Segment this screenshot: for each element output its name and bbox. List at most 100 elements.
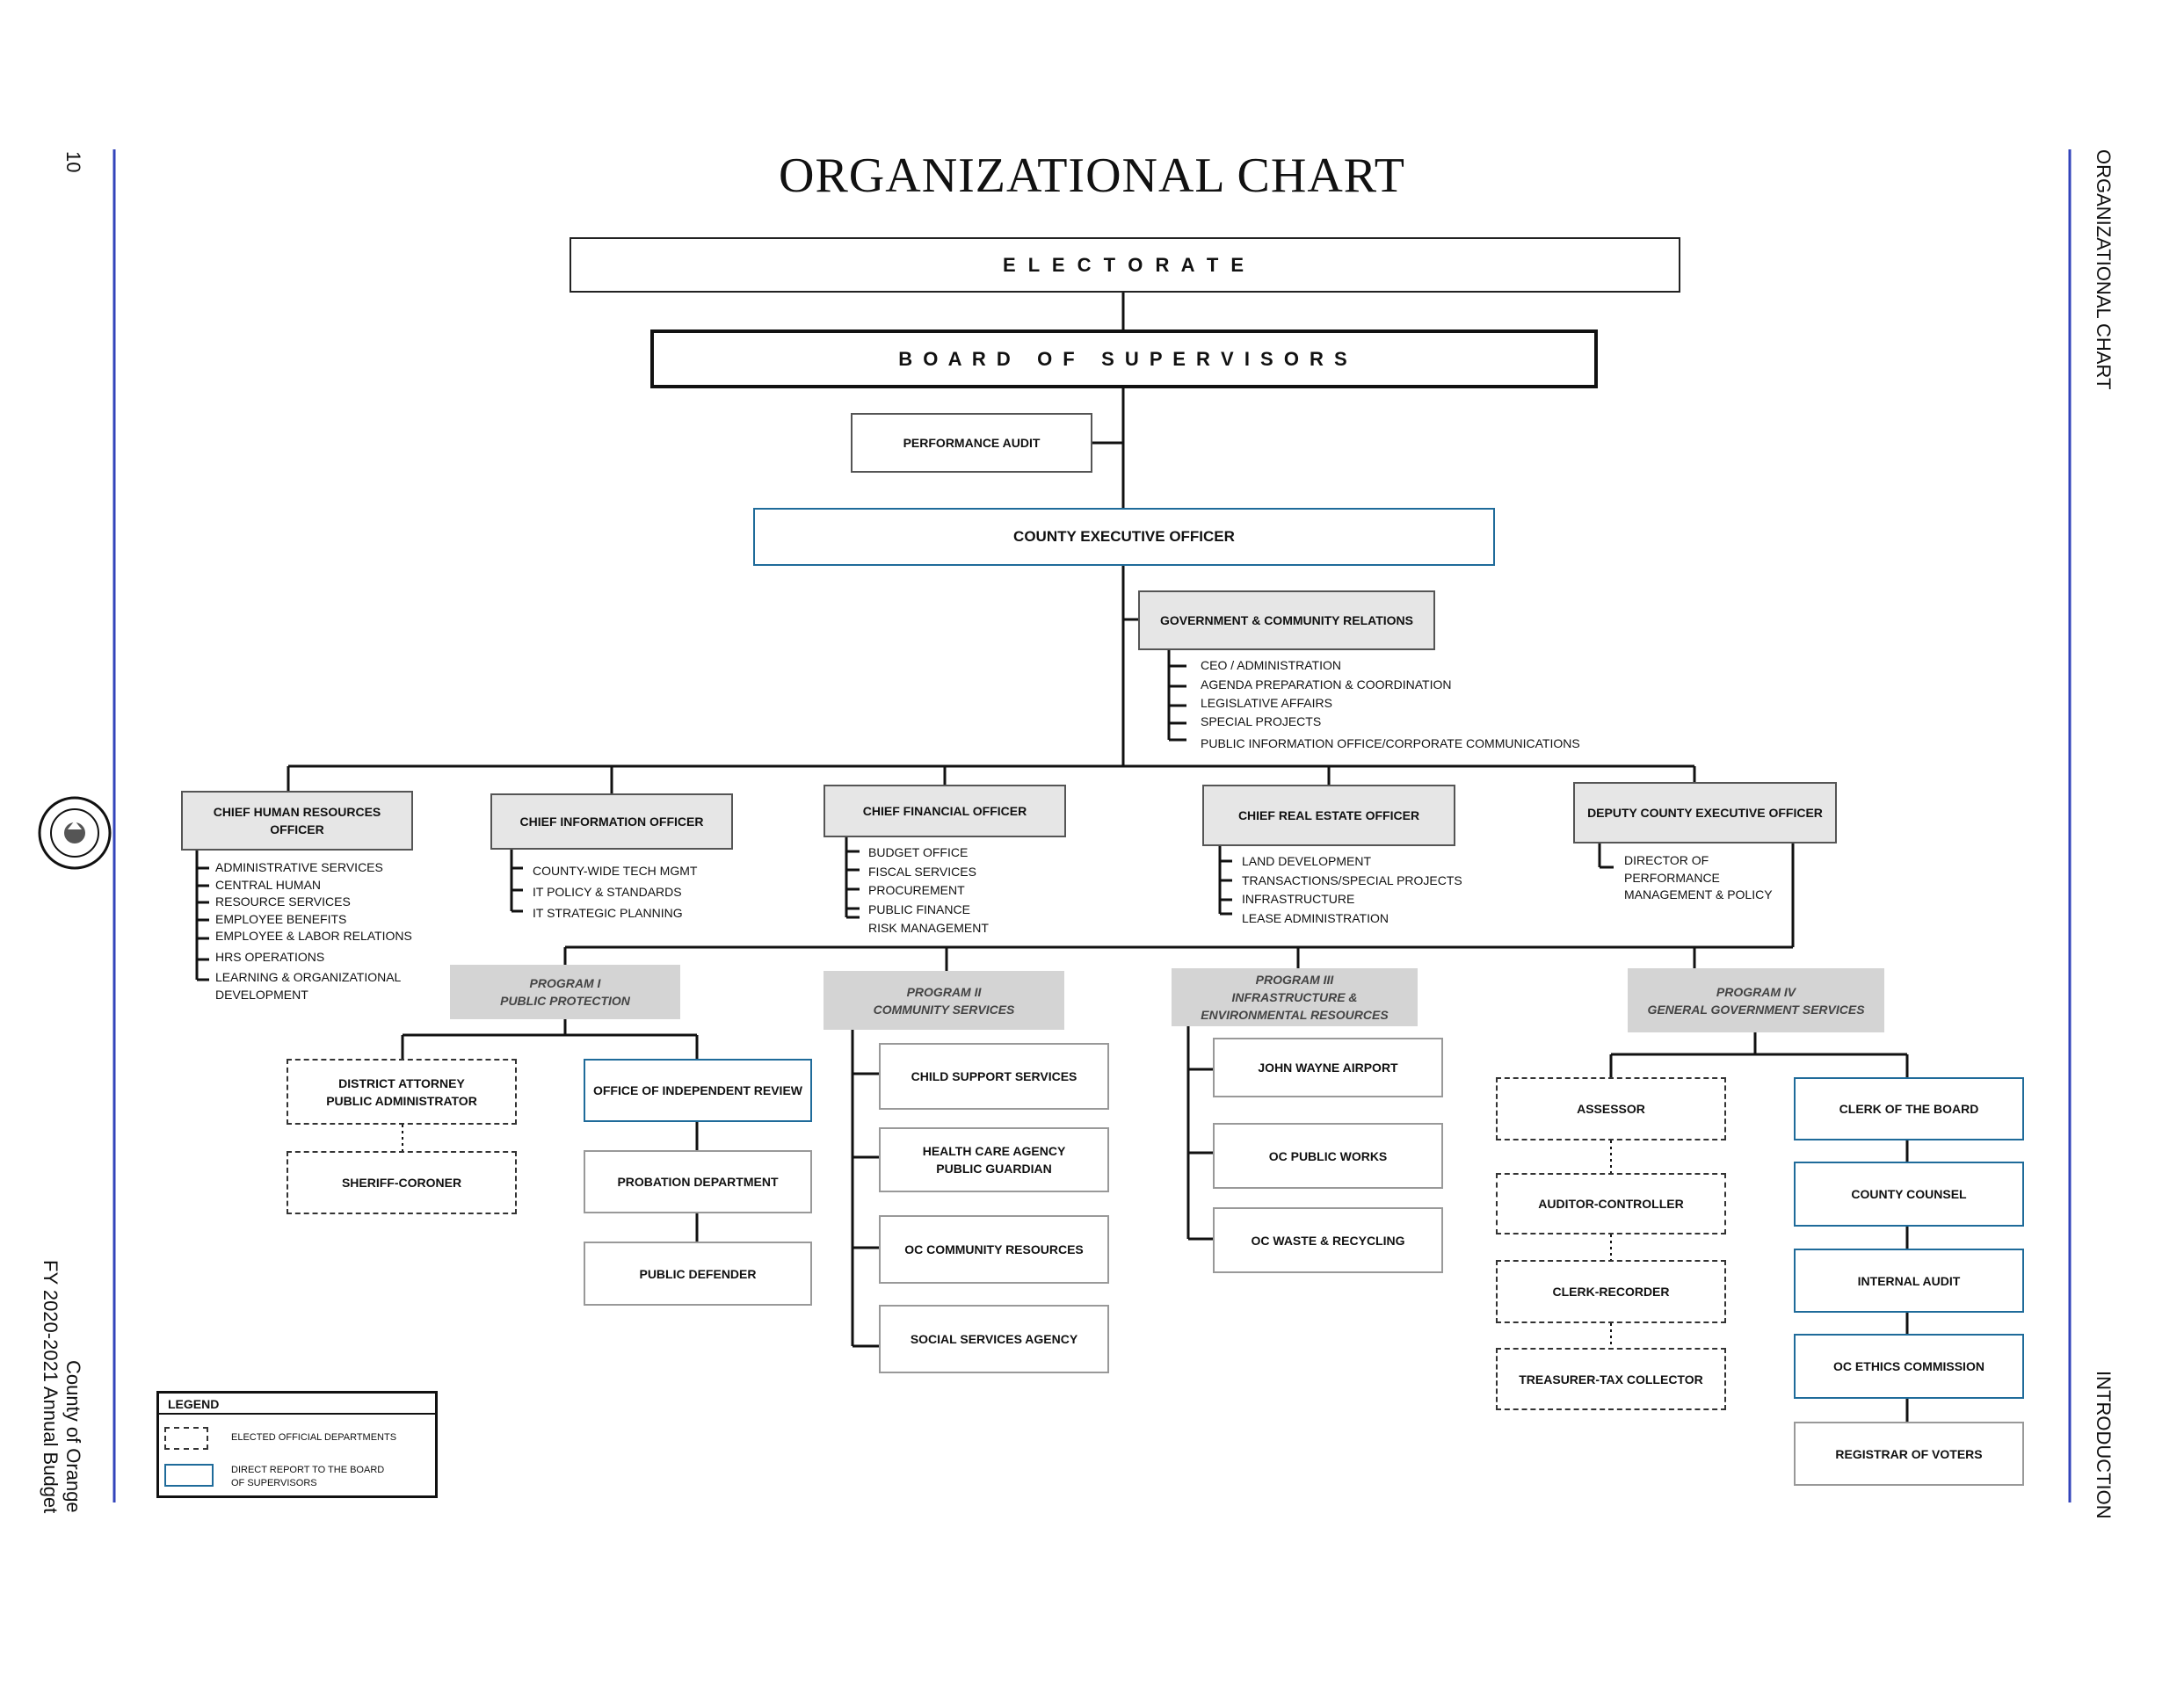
cio-item: COUNTY-WIDE TECH MGMT <box>533 864 698 878</box>
electorate-box: E L E C T O R A T E <box>570 237 1680 293</box>
chro-item: ADMINISTRATIVE SERVICES <box>215 860 383 874</box>
program-4-label: PROGRAM IV GENERAL GOVERNMENT SERVICES <box>1647 984 1865 1017</box>
public-defender-box: PUBLIC DEFENDER <box>584 1242 812 1306</box>
assessor-label: ASSESSOR <box>1577 1102 1645 1116</box>
cfo-box: CHIEF FINANCIAL OFFICER <box>824 785 1066 837</box>
gcr-box: GOVERNMENT & COMMUNITY RELATIONS <box>1138 590 1435 650</box>
program-1-label: PROGRAM I PUBLIC PROTECTION <box>500 976 630 1008</box>
county-seal <box>38 796 112 870</box>
county-counsel-label: COUNTY COUNSEL <box>1851 1187 1967 1201</box>
public-works-label: OC PUBLIC WORKS <box>1268 1148 1388 1163</box>
gcr-label: GOVERNMENT & COMMUNITY RELATIONS <box>1159 613 1414 627</box>
clerk-recorder-label: CLERK-RECORDER <box>1552 1285 1670 1299</box>
probation-box: PROBATION DEPARTMENT <box>584 1150 812 1213</box>
creo-item: LEASE ADMINISTRATION <box>1242 910 1389 925</box>
cfo-list: BUDGET OFFICE FISCAL SERVICES PROCUREMEN… <box>868 844 989 938</box>
performance-audit-label: PERFORMANCE AUDIT <box>903 436 1041 450</box>
dceo-label: DEPUTY COUNTY EXECUTIVE OFFICER <box>1587 806 1823 820</box>
page-title: ORGANIZATIONAL CHART <box>779 148 1405 203</box>
health-care-label: HEALTH CARE AGENCY PUBLIC GUARDIAN <box>922 1144 1066 1176</box>
chro-item: EMPLOYEE BENEFITS <box>215 911 347 926</box>
legend: LEGEND ELECTED OFFICIAL DEPARTMENTS DIRE… <box>156 1391 438 1498</box>
cfo-item: RISK MANAGEMENT <box>868 921 989 935</box>
dceo-item: DIRECTOR OF PERFORMANCE MANAGEMENT & POL… <box>1624 853 1773 901</box>
child-support-label: CHILD SUPPORT SERVICES <box>911 1069 1077 1083</box>
registrar-box: REGISTRAR OF VOTERS <box>1794 1422 2024 1486</box>
assessor-box: ASSESSOR <box>1496 1077 1726 1140</box>
chro-item: HRS OPERATIONS <box>215 949 325 964</box>
chro-list: ADMINISTRATIVE SERVICES CENTRAL HUMAN RE… <box>215 859 412 1003</box>
cfo-item: FISCAL SERVICES <box>868 864 976 879</box>
chro-label: CHIEF HUMAN RESOURCES OFFICER <box>213 805 381 836</box>
chro-item: EMPLOYEE & LABOR RELATIONS <box>215 929 412 943</box>
community-resources-box: OC COMMUNITY RESOURCES <box>879 1215 1109 1284</box>
program-2-label: PROGRAM II COMMUNITY SERVICES <box>873 984 1015 1017</box>
program-1-box: PROGRAM I PUBLIC PROTECTION <box>450 965 680 1019</box>
legend-elected-swatch <box>164 1427 208 1450</box>
performance-audit-box: PERFORMANCE AUDIT <box>851 413 1092 473</box>
treasurer-label: TREASURER-TAX COLLECTOR <box>1519 1372 1703 1387</box>
gcr-item: AGENDA PREPARATION & COORDINATION <box>1201 677 1452 691</box>
waste-recycling-label: OC WASTE & RECYCLING <box>1251 1233 1405 1248</box>
creo-item: LAND DEVELOPMENT <box>1242 854 1372 868</box>
gcr-list: CEO / ADMINISTRATION AGENDA PREPARATION … <box>1201 656 1580 753</box>
legend-direct-swatch <box>164 1464 214 1487</box>
treasurer-box: TREASURER-TAX COLLECTOR <box>1496 1348 1726 1410</box>
cfo-item: PUBLIC FINANCE <box>868 901 970 916</box>
cfo-item: PROCUREMENT <box>868 883 965 897</box>
district-attorney-label: DISTRICT ATTORNEY PUBLIC ADMINISTRATOR <box>326 1075 477 1108</box>
auditor-controller-label: AUDITOR-CONTROLLER <box>1538 1197 1684 1211</box>
ethics-commission-box: OC ETHICS COMMISSION <box>1794 1334 2024 1399</box>
creo-list: LAND DEVELOPMENT TRANSACTIONS/SPECIAL PR… <box>1242 852 1462 928</box>
program-3-label: PROGRAM III INFRASTRUCTURE & ENVIRONMENT… <box>1201 973 1389 1022</box>
waste-recycling-box: OC WASTE & RECYCLING <box>1213 1207 1443 1273</box>
ceo-label: COUNTY EXECUTIVE OFFICER <box>1013 528 1235 545</box>
auditor-controller-box: AUDITOR-CONTROLLER <box>1496 1173 1726 1234</box>
gcr-item: LEGISLATIVE AFFAIRS <box>1201 696 1332 710</box>
health-care-box: HEALTH CARE AGENCY PUBLIC GUARDIAN <box>879 1127 1109 1192</box>
creo-box: CHIEF REAL ESTATE OFFICER <box>1202 785 1455 846</box>
creo-label: CHIEF REAL ESTATE OFFICER <box>1237 808 1420 822</box>
electorate-label: E L E C T O R A T E <box>1002 253 1248 276</box>
probation-label: PROBATION DEPARTMENT <box>617 1175 779 1189</box>
clerk-recorder-box: CLERK-RECORDER <box>1496 1260 1726 1323</box>
independent-review-box: OFFICE OF INDEPENDENT REVIEW <box>584 1059 812 1122</box>
airport-label: JOHN WAYNE AIRPORT <box>1258 1061 1398 1075</box>
gcr-item: SPECIAL PROJECTS <box>1201 714 1322 728</box>
legend-elected-label: ELECTED OFFICIAL DEPARTMENTS <box>231 1432 397 1443</box>
program-4-box: PROGRAM IV GENERAL GOVERNMENT SERVICES <box>1628 968 1884 1032</box>
ethics-commission-label: OC ETHICS COMMISSION <box>1833 1359 1984 1373</box>
social-services-label: SOCIAL SERVICES AGENCY <box>910 1332 1078 1346</box>
clerk-of-board-label: CLERK OF THE BOARD <box>1839 1102 1979 1116</box>
cfo-label: CHIEF FINANCIAL OFFICER <box>862 804 1027 818</box>
board-label: B O A R D O F S U P E R V I S O R S <box>898 347 1350 370</box>
side-section: INTRODUCTION <box>2093 1371 2115 1519</box>
district-attorney-box: DISTRICT ATTORNEY PUBLIC ADMINISTRATOR <box>287 1059 517 1125</box>
gcr-item: CEO / ADMINISTRATION <box>1201 658 1341 672</box>
cio-box: CHIEF INFORMATION OFFICER <box>490 793 733 850</box>
airport-box: JOHN WAYNE AIRPORT <box>1213 1038 1443 1097</box>
creo-item: TRANSACTIONS/SPECIAL PROJECTS <box>1242 872 1462 887</box>
internal-audit-label: INTERNAL AUDIT <box>1857 1273 1961 1288</box>
independent-review-label: OFFICE OF INDEPENDENT REVIEW <box>592 1083 802 1097</box>
cio-label: CHIEF INFORMATION OFFICER <box>519 815 704 829</box>
community-resources-label: OC COMMUNITY RESOURCES <box>904 1242 1084 1256</box>
child-support-box: CHILD SUPPORT SERVICES <box>879 1043 1109 1110</box>
cio-list: COUNTY-WIDE TECH MGMT IT POLICY & STANDA… <box>533 860 697 923</box>
chro-item: LEARNING & ORGANIZATIONAL DEVELOPMENT <box>215 970 402 1002</box>
footer-budget: FY 2020-2021 Annual Budget <box>40 1260 62 1514</box>
social-services-box: SOCIAL SERVICES AGENCY <box>879 1305 1109 1373</box>
ceo-box: COUNTY EXECUTIVE OFFICER <box>753 508 1495 566</box>
board-box: B O A R D O F S U P E R V I S O R S <box>650 329 1598 388</box>
program-3-box: PROGRAM III INFRASTRUCTURE & ENVIRONMENT… <box>1172 968 1418 1026</box>
registrar-label: REGISTRAR OF VOTERS <box>1835 1446 1983 1461</box>
clerk-of-board-box: CLERK OF THE BOARD <box>1794 1077 2024 1140</box>
internal-audit-box: INTERNAL AUDIT <box>1794 1249 2024 1313</box>
cfo-item: BUDGET OFFICE <box>868 845 969 859</box>
cio-item: IT POLICY & STANDARDS <box>533 885 682 899</box>
creo-item: INFRASTRUCTURE <box>1242 892 1355 906</box>
county-counsel-box: COUNTY COUNSEL <box>1794 1162 2024 1227</box>
legend-title: LEGEND <box>159 1394 435 1415</box>
